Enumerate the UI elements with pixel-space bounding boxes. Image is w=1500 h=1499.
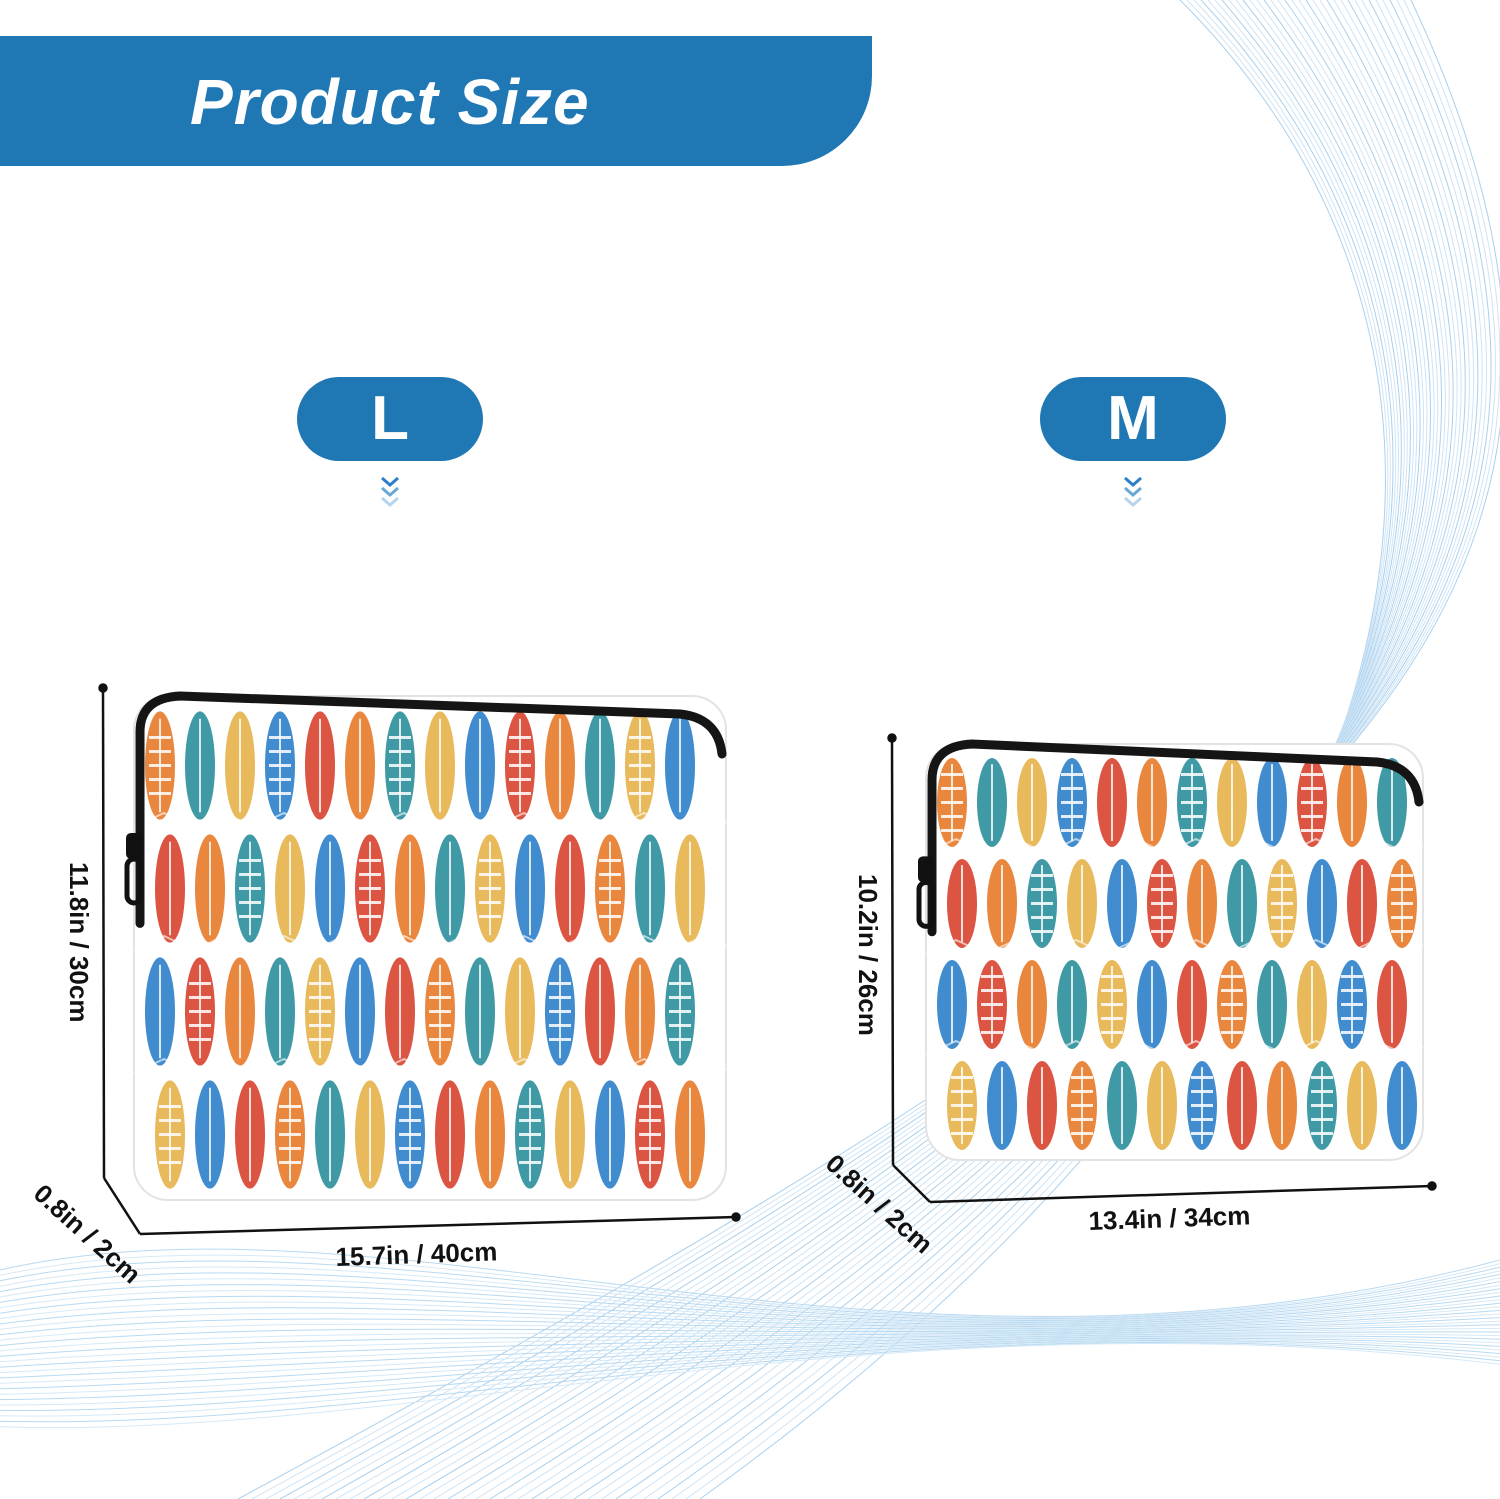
wave-line: [0, 1288, 1500, 1326]
surfboard-pattern: [926, 758, 1423, 1150]
dimension-width-l: 15.7in / 40cm: [335, 1236, 498, 1272]
wave-line: [0, 1309, 1500, 1347]
wave-line: [377, 0, 1462, 1499]
wave-line: [447, 0, 1443, 1499]
wave-line: [0, 1320, 1500, 1363]
page-title: Product Size: [190, 66, 590, 138]
chevron-down-icon: [381, 476, 399, 507]
wave-line: [517, 0, 1425, 1499]
wave-line: [0, 1284, 1500, 1325]
laptop-sleeve-medium: [916, 739, 1424, 1161]
wave-line: [531, 0, 1421, 1499]
wave-line: [0, 1338, 1500, 1406]
title-banner: Product Size: [0, 36, 872, 166]
zipper-pull-icon: [916, 856, 936, 929]
dimension-width-m: 13.4in / 34cm: [1088, 1200, 1251, 1236]
size-label-text: M: [1107, 384, 1159, 453]
wave-line: [0, 1281, 1500, 1324]
wave-line: [0, 1254, 1500, 1318]
wave-line: [545, 0, 1418, 1499]
wave-line: [0, 1340, 1500, 1417]
chevron-down-icon: [1124, 476, 1142, 507]
dimension-height-l: 11.8in / 30cm: [64, 862, 94, 1023]
wave-line: [0, 1277, 1500, 1322]
wave-line: [0, 1317, 1500, 1357]
wave-line: [0, 1324, 1500, 1368]
wave-line: [0, 1336, 1500, 1395]
zipper: [135, 691, 727, 928]
wave-line: [0, 1291, 1500, 1327]
wave-line: [0, 1266, 1500, 1320]
wave-line: [503, 0, 1428, 1499]
laptop-sleeve-large: [124, 691, 727, 1201]
wave-line: [433, 0, 1446, 1499]
wave-line: [475, 0, 1435, 1499]
wave-line: [0, 1341, 1500, 1423]
wave-line: [363, 0, 1466, 1499]
wave-line: [0, 1306, 1500, 1341]
size-label-m: M: [1040, 377, 1226, 461]
wave-line: [0, 1327, 1500, 1374]
wave-line: [0, 1339, 1500, 1411]
wave-line: [0, 1335, 1500, 1390]
wave-line: [419, 0, 1450, 1499]
surfboard-pattern: [134, 711, 726, 1189]
wave-line: [0, 1331, 1500, 1379]
wave-line: [0, 1299, 1500, 1330]
wave-line: [0, 1313, 1500, 1352]
wave-line: [0, 1272, 1500, 1321]
wave-line: [0, 1295, 1500, 1328]
wave-line: [0, 1248, 1500, 1317]
zipper: [927, 739, 1424, 937]
wave-line: [0, 1342, 1500, 1429]
wave-line: [405, 0, 1454, 1499]
dimension-height-m: 10.2in / 26cm: [853, 874, 883, 1036]
size-label-text: L: [371, 384, 409, 453]
wave-line: [391, 0, 1458, 1499]
wave-line: [0, 1337, 1500, 1401]
wave-line: [0, 1333, 1500, 1384]
wave-line: [0, 1302, 1500, 1336]
wave-line: [489, 0, 1431, 1499]
zipper-pull-icon: [124, 832, 144, 906]
wave-line: [461, 0, 1439, 1499]
size-label-l: L: [297, 377, 483, 461]
wave-line: [0, 1260, 1500, 1319]
